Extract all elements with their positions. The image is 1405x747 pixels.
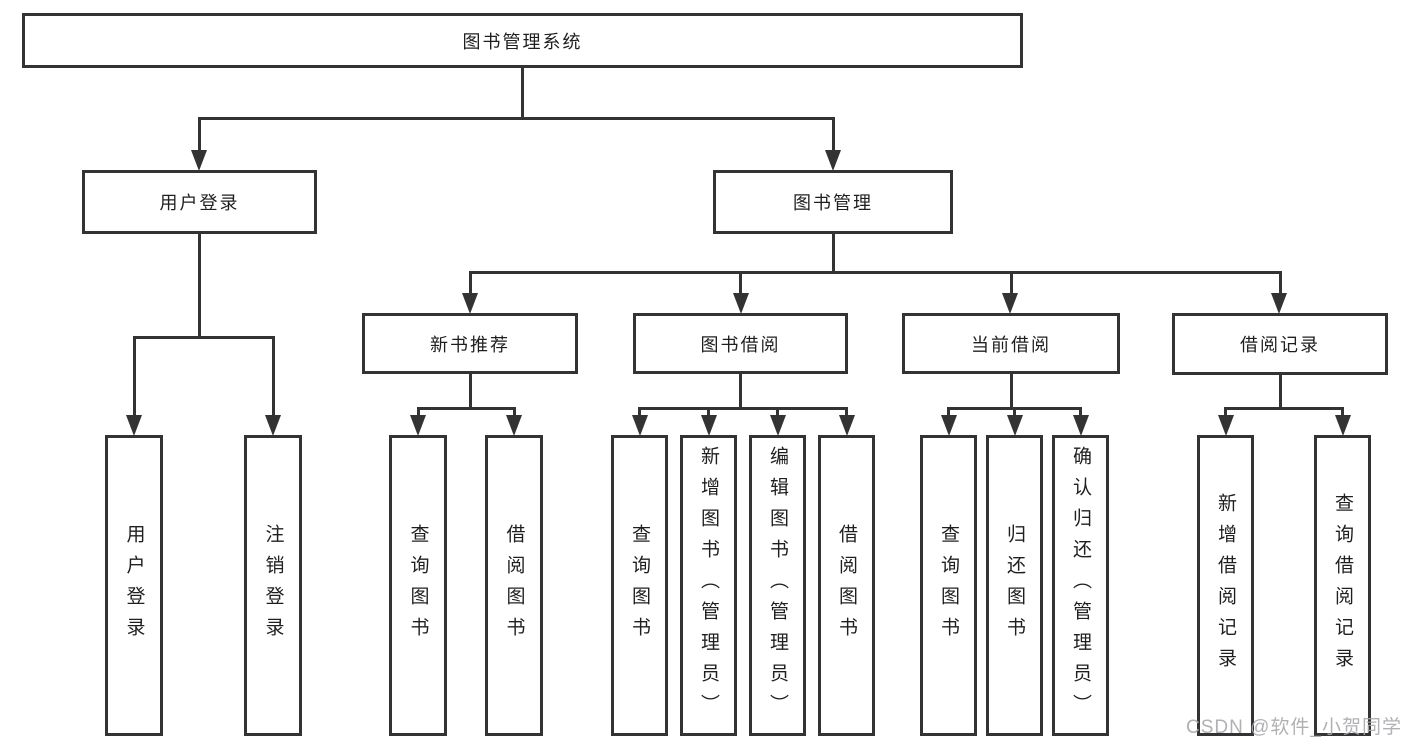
leaf-add-borrow-record: 新增借阅记录 [1197,435,1254,736]
arrow-down-icon [825,150,841,171]
node-book-management: 图书管理 [713,170,953,234]
arrow-down-icon [410,415,426,436]
leaf-user-login: 用户登录 [105,435,163,736]
connector-drop [1278,272,1282,296]
arrow-down-icon [1006,415,1023,436]
connector-book-stem [831,234,835,272]
connector-drop [845,408,848,418]
connector-book-rail [468,270,1282,274]
arrow-down-icon [769,415,786,436]
node-borrowing-records: 借阅记录 [1172,313,1388,375]
leaf-add-book-admin: 新增图书（管理员） [680,435,737,736]
connector-drop [416,408,420,418]
node-library-management-system: 图书管理系统 [22,13,1023,68]
arrow-down-icon [126,415,142,436]
node-book-borrowing: 图书借阅 [633,313,848,374]
connector-drop [1224,408,1227,418]
arrow-down-icon [700,415,717,436]
connector-user-stem [197,233,201,338]
leaf-return-book: 归还图书 [986,435,1043,736]
connector-rail [416,406,516,410]
arrow-down-icon [732,293,749,314]
node-current-borrowing: 当前借阅 [902,313,1120,374]
leaf-borrow-book: 借阅图书 [818,435,875,736]
connector-drop [1013,408,1016,418]
connector-rail [638,406,848,410]
leaf-query-books-recommend: 查询图书 [389,435,447,736]
connector-drop [831,118,835,152]
connector-stem [1278,375,1282,408]
arrow-down-icon [1334,415,1351,436]
connector-root-stem [521,68,524,119]
leaf-confirm-return-admin: 确认归还（管理员） [1052,435,1109,736]
leaf-query-books-current: 查询图书 [920,435,977,736]
connector-drop [197,118,201,152]
connector-drop [271,337,275,419]
arrow-down-icon [1271,293,1287,314]
arrow-down-icon [838,415,855,436]
arrow-down-icon [462,293,478,314]
arrow-down-icon [191,150,207,171]
connector-stem [468,374,472,408]
connector-user-rail [132,335,275,339]
leaf-logout: 注销登录 [244,435,302,736]
connector-drop [468,272,472,296]
leaf-query-borrow-record: 查询借阅记录 [1314,435,1371,736]
connector-drop [1009,272,1013,296]
connector-drop [776,408,779,418]
node-user-login: 用户登录 [82,170,317,234]
connector-stem [1009,374,1013,408]
connector-drop [1341,408,1344,418]
connector-stem [739,374,742,408]
connector-drop [739,272,742,296]
connector-drop [638,408,641,418]
arrow-down-icon [1217,415,1234,436]
connector-drop [947,408,950,418]
arrow-down-icon [940,415,957,436]
arrow-down-icon [1002,293,1018,314]
csdn-watermark: CSDN @软件_小贺同学 [1186,717,1402,738]
connector-drop [707,408,710,418]
connector-drop [132,337,136,419]
connector-rail [1224,406,1344,410]
connector-drop [512,408,516,418]
connector-drop [1079,408,1082,418]
node-new-book-recommendation: 新书推荐 [362,313,578,374]
leaf-query-books-borrowing: 查询图书 [611,435,668,736]
leaf-edit-book-admin: 编辑图书（管理员） [749,435,806,736]
arrow-down-icon [506,415,522,436]
arrow-down-icon [631,415,648,436]
arrow-down-icon [1072,415,1089,436]
leaf-borrow-book-recommend: 借阅图书 [485,435,543,736]
connector-root-rail [197,116,835,120]
arrow-down-icon [265,415,281,436]
